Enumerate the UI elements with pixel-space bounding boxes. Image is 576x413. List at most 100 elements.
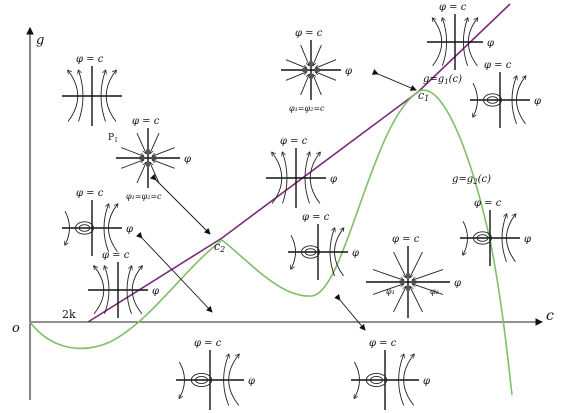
trajectory-ray xyxy=(136,132,146,153)
trajectory-ray xyxy=(393,287,407,313)
g2-eq-label: g=g2(c) xyxy=(452,174,491,186)
trajectory-curve xyxy=(516,76,526,125)
portrait-right-label: φ xyxy=(524,234,531,245)
trajectory-curve xyxy=(304,153,310,204)
trajectory-ray xyxy=(410,251,423,277)
trajectory-curve xyxy=(283,153,288,204)
trajectory-curve xyxy=(105,266,110,314)
trajectory-ray xyxy=(413,269,444,280)
trajectory-ray xyxy=(285,72,306,81)
trajectory-curve xyxy=(103,204,109,252)
trajectory-ray xyxy=(413,284,444,295)
curve-g1 xyxy=(87,3,511,323)
portrait-star-right-label: φ₂ xyxy=(430,287,439,296)
portrait-right-label: φ xyxy=(423,376,430,387)
trajectory-ray xyxy=(136,163,146,184)
trajectory-curve xyxy=(100,71,106,122)
portrait-star-left-label: φ₁ xyxy=(386,287,395,296)
pointer-c1 xyxy=(371,69,417,91)
portrait-top-label: φ = c xyxy=(474,198,502,209)
pointer-c2-left xyxy=(149,173,211,235)
trajectory-orbit xyxy=(483,93,502,107)
curve-g2 xyxy=(29,89,513,396)
trajectory-ray xyxy=(153,147,175,156)
portrait-top-label: φ = c xyxy=(76,54,104,65)
c1-label: c1 xyxy=(418,89,429,103)
trajectory-ray xyxy=(410,287,423,313)
portrait-right-upper: φ = c φ xyxy=(470,60,541,128)
trajectory-curve xyxy=(272,153,283,204)
portrait-top-label: φ = c xyxy=(76,188,104,199)
portrait-top-label: φ = c xyxy=(194,338,222,349)
portrait-top-right: φ = cφ xyxy=(427,2,494,70)
portrait-top-label: φ = c xyxy=(295,28,323,39)
trajectory-curve xyxy=(334,228,344,277)
trajectory-curve xyxy=(433,18,443,67)
portrait-top-label: φ = c xyxy=(132,116,160,127)
trajectory-curve xyxy=(94,266,105,315)
portrait-center-mid: φ = c φ xyxy=(288,212,359,280)
trajectory-ray xyxy=(153,160,175,169)
trajectory-orbit xyxy=(304,248,317,256)
trajectory-curve xyxy=(108,204,118,253)
g1-eq-label: g=g1(c) xyxy=(423,74,462,86)
trajectory-curve xyxy=(65,210,70,245)
portrait-right-mid: φ = c φ xyxy=(460,198,531,266)
portrait-right-label: φ xyxy=(487,38,494,49)
trajectory-orbit xyxy=(75,221,94,235)
trajectory-ray xyxy=(316,72,337,81)
trajectory-orbit xyxy=(369,375,384,385)
portrait-bottom-label: φ₁=φ₂=c xyxy=(126,192,162,201)
portrait-bottom-label: φ₁=φ₂=c xyxy=(289,104,325,113)
portrait-top-label: φ = c xyxy=(484,60,512,71)
trajectory-ray xyxy=(393,251,407,277)
trajectory-curve xyxy=(329,228,335,276)
portrait-right-label: φ xyxy=(345,66,352,77)
portrait-top-label: φ = c xyxy=(102,250,130,261)
portrait-bottom-right: φ = cφ xyxy=(351,338,430,410)
trajectory-curve xyxy=(126,266,132,314)
trajectory-curve xyxy=(511,76,517,124)
trajectory-orbit xyxy=(473,231,492,245)
trajectory-ray xyxy=(300,44,309,65)
trajectory-orbit xyxy=(476,234,489,242)
trajectory-ray xyxy=(121,160,143,169)
trajectory-curve xyxy=(68,71,79,122)
trajectory-curve xyxy=(442,18,448,66)
portrait-right-label: φ xyxy=(454,278,461,289)
portrait-right-label: φ xyxy=(184,154,191,165)
trajectory-curve xyxy=(403,355,414,406)
portrait-top-label: φ = c xyxy=(302,212,330,223)
two-k-label: 2k xyxy=(62,308,76,321)
portrait-left-star: φ = c φ φ₁=φ₂=c xyxy=(116,116,191,201)
portrait-right-label: φ xyxy=(534,96,541,107)
c-axis-label: c xyxy=(546,308,554,324)
portrait-right-label: φ xyxy=(330,174,337,185)
trajectory-curve xyxy=(463,220,468,255)
pointer-lower-left xyxy=(136,231,213,313)
trajectory-orbit xyxy=(365,372,388,388)
trajectory-orbit xyxy=(194,375,209,385)
portrait-left-cusp: φ = cφ xyxy=(62,188,133,256)
portrait-right-label: φ xyxy=(152,286,159,297)
trajectory-curve xyxy=(354,361,360,398)
pointer-lower-right xyxy=(334,293,366,331)
trajectory-curve xyxy=(309,153,320,204)
trajectory-curve xyxy=(223,355,229,406)
trajectory-ray xyxy=(372,269,403,280)
trajectory-orbit xyxy=(78,224,91,232)
trajectory-curve xyxy=(398,355,404,406)
portrait-top-center: φ = c φ φ₁=φ₂=c xyxy=(281,28,352,113)
portrait-right-label: φ xyxy=(352,248,359,259)
portrait-top-label: φ = c xyxy=(280,136,308,147)
trajectory-curve xyxy=(501,214,507,262)
portrait-left-lower: φ = c φ xyxy=(88,250,159,318)
portrait-center-upper: φ = c φ xyxy=(266,136,337,208)
trajectory-ray xyxy=(313,44,322,65)
g-axis-label: g xyxy=(36,33,44,48)
c2-label: c2 xyxy=(214,240,225,254)
trajectory-curve xyxy=(228,355,239,406)
trajectory-curve xyxy=(131,266,142,315)
